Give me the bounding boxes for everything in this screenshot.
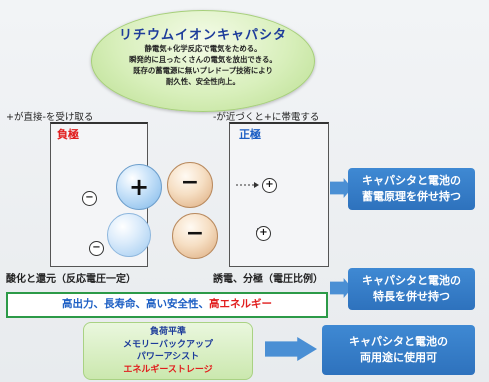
plus-sign: + xyxy=(128,173,150,201)
callout-usage: キャパシタと電池の 両用途に使用可 xyxy=(322,325,475,375)
callout-features: キャパシタと電池の 特長を併せ持つ xyxy=(348,268,475,310)
usage-item: パワーアシスト xyxy=(136,352,200,362)
minus-sign: − xyxy=(180,170,200,195)
callout-line: キャパシタと電池の xyxy=(362,174,461,187)
electrolyte-ball xyxy=(107,213,151,257)
negative-ion-ball: − xyxy=(172,213,218,259)
small-minus-charge: − xyxy=(82,191,97,206)
left-caption: 酸化と還元（反応電圧一定） xyxy=(6,274,136,285)
small-plus-charge: + xyxy=(256,226,271,241)
features-text: 高出力、長寿命、高い安全性、 xyxy=(62,298,209,310)
callout-line: キャパシタと電池の xyxy=(349,335,448,348)
callout-principle: キャパシタと電池の 蓄電原理を併せ持つ xyxy=(348,168,475,210)
description-line: 耐久性、安全性向上。 xyxy=(166,77,240,86)
negative-electrode-label: 負極 xyxy=(57,128,79,141)
description-line: 既存の蓄電源に無いプレドープ技術により xyxy=(133,66,273,75)
diagram-title: リチウムイオンキャパシタ xyxy=(118,28,287,43)
small-minus-charge: − xyxy=(89,241,104,256)
positive-electrode-label: 正極 xyxy=(239,128,261,141)
features-box: 高出力、長寿命、高い安全性、高エネルギー xyxy=(6,292,328,318)
arrow-right-icon xyxy=(330,278,352,298)
callout-line: 蓄電原理を併せ持つ xyxy=(362,190,461,203)
left-header: +が直接-を受け取る xyxy=(6,112,94,123)
minus-sign: − xyxy=(185,221,205,246)
callout-line: キャパシタと電池の xyxy=(362,274,461,287)
usage-box: 負荷平準 メモリーバックアップ パワーアシスト エネルギーストレージ xyxy=(83,322,253,380)
negative-ion-ball: − xyxy=(167,162,213,208)
callout-line: 両用途に使用可 xyxy=(360,351,437,364)
usage-item: 負荷平準 xyxy=(149,327,186,337)
features-highlight: 高エネルギー xyxy=(209,298,272,310)
right-caption: 誘電、分極（電圧比例） xyxy=(213,274,323,285)
positive-ion-ball: + xyxy=(116,164,162,210)
small-plus-charge: + xyxy=(262,178,277,193)
arrow-right-icon xyxy=(330,178,352,198)
usage-item: エネルギーストレージ xyxy=(123,364,213,375)
arrow-right-icon xyxy=(265,337,317,361)
callout-line: 特長を併せ持つ xyxy=(373,290,450,303)
right-header: -が近づくと+に帯電する xyxy=(213,112,320,123)
description-line: 瞬発的に且ったくさんの電気を放出できる。 xyxy=(129,55,277,64)
description-line: 静電気+化学反応で電気をためる。 xyxy=(144,44,262,53)
usage-item: メモリーバックアップ xyxy=(123,339,213,350)
positive-electrode-panel xyxy=(229,122,329,267)
title-bubble: リチウムイオンキャパシタ 静電気+化学反応で電気をためる。 瞬発的に且ったくさん… xyxy=(91,10,315,112)
